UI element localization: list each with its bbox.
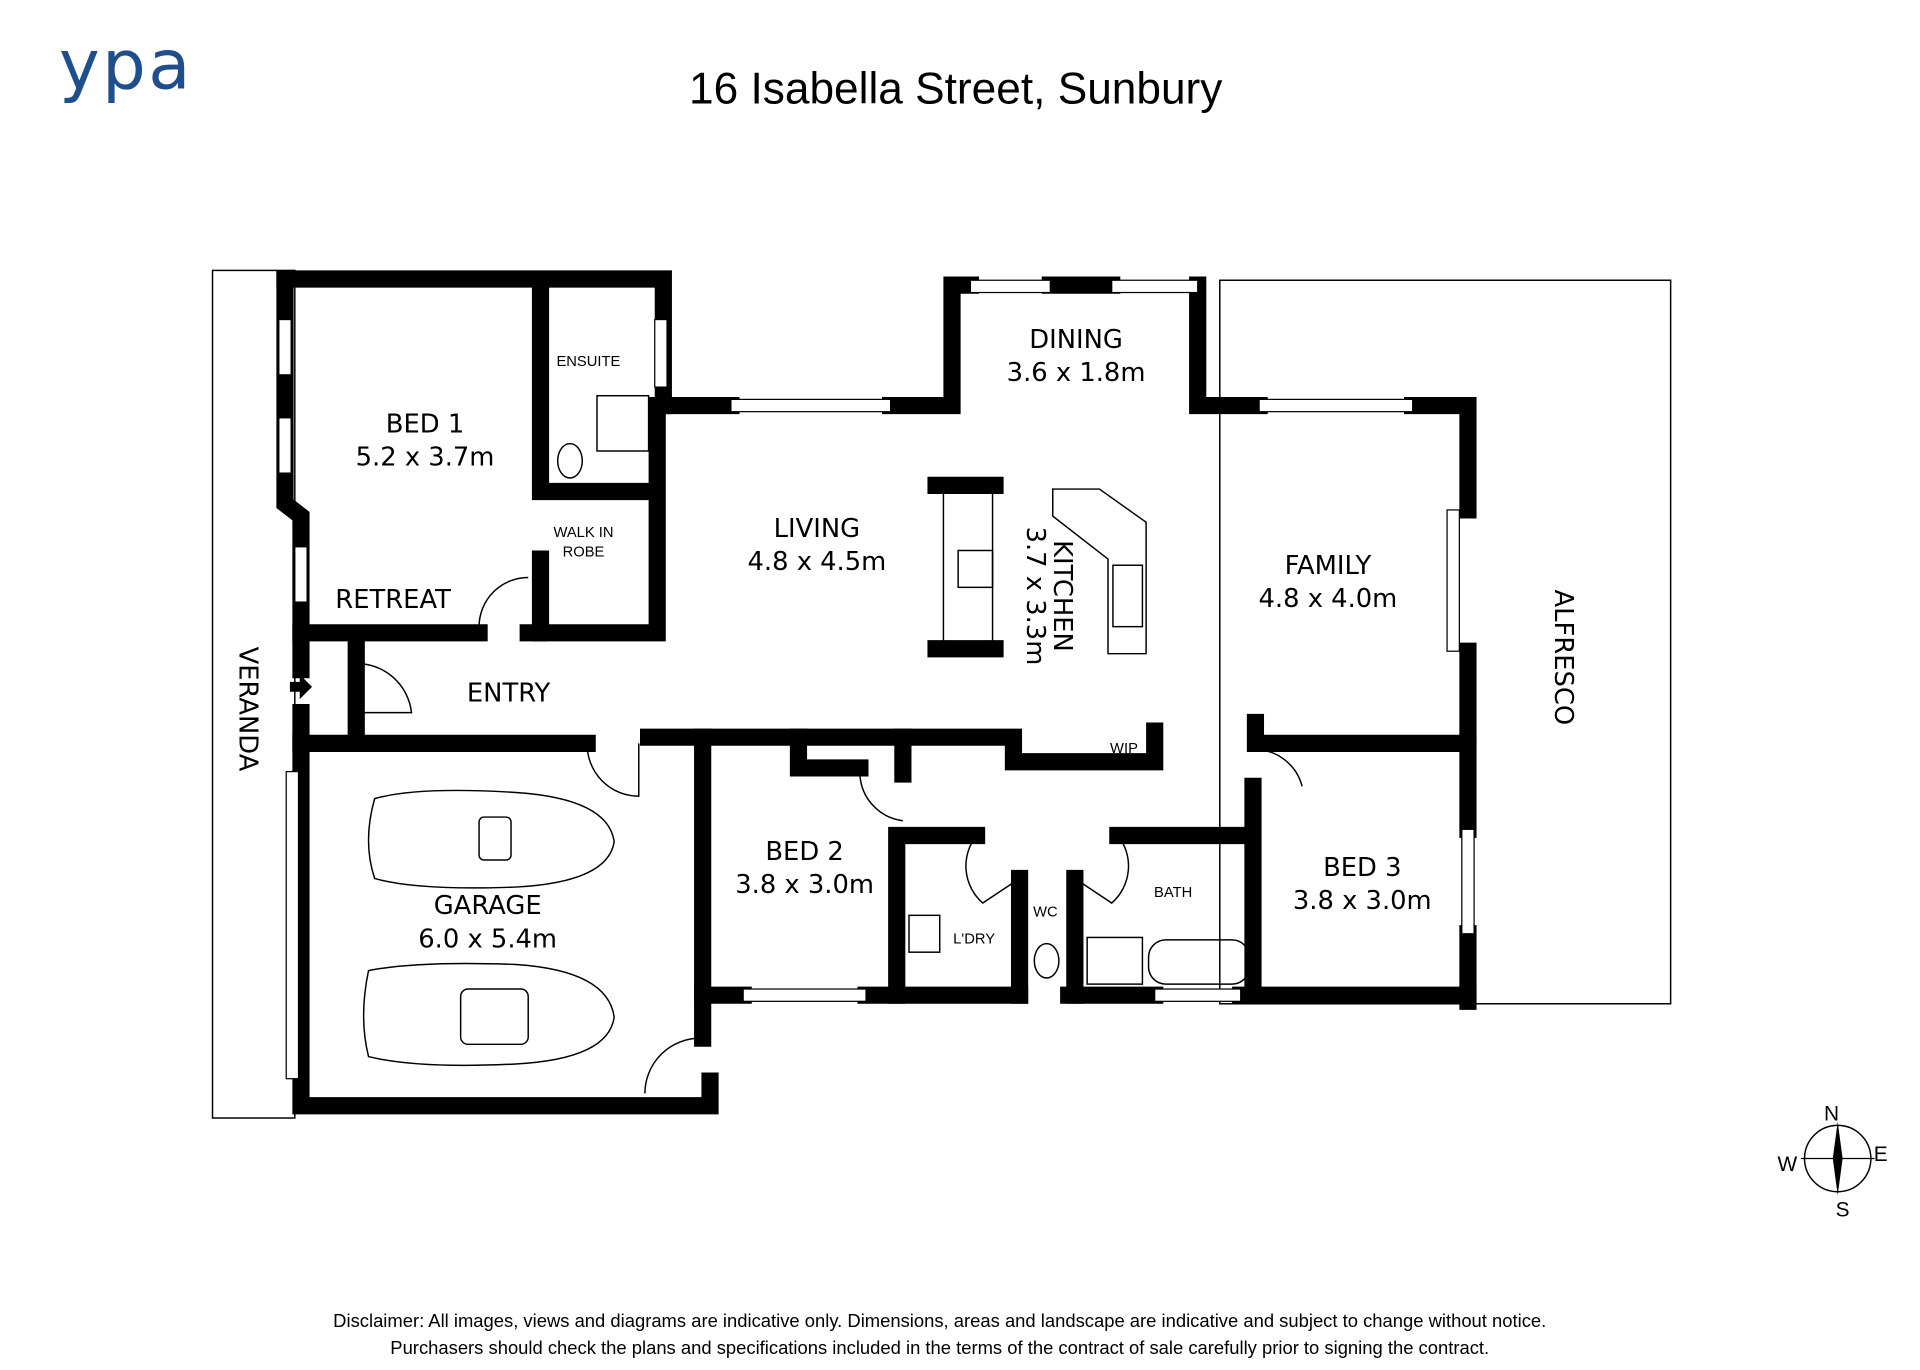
dining-label: DINING bbox=[1029, 325, 1123, 355]
garage-size: 6.0 x 5.4m bbox=[418, 924, 557, 954]
bed3-label: BED 3 bbox=[1323, 853, 1401, 883]
compass-s: S bbox=[1836, 1198, 1850, 1221]
compass-icon: N E S W bbox=[1777, 1102, 1887, 1221]
entry-label: ENTRY bbox=[467, 679, 551, 709]
doors bbox=[356, 576, 1303, 1094]
bed3-size: 3.8 x 3.0m bbox=[1293, 886, 1432, 916]
disclaimer-line-2: Purchasers should check the plans and sp… bbox=[390, 1337, 1489, 1358]
compass-w: W bbox=[1777, 1153, 1797, 1176]
kitchen-size: 3.7 x 3.3m bbox=[1020, 527, 1050, 666]
compass-n: N bbox=[1824, 1102, 1839, 1125]
living-size: 4.8 x 4.5m bbox=[748, 547, 887, 577]
kitchen-label: KITCHEN bbox=[1047, 540, 1077, 652]
walls bbox=[276, 270, 1477, 1115]
disclaimer-line-1: Disclaimer: All images, views and diagra… bbox=[333, 1310, 1546, 1331]
living-label: LIVING bbox=[774, 514, 860, 544]
veranda-label: VERANDA bbox=[233, 647, 263, 772]
page-title: 16 Isabella Street, Sunbury bbox=[689, 64, 1223, 113]
compass-e: E bbox=[1874, 1143, 1888, 1166]
family-label: FAMILY bbox=[1285, 551, 1372, 581]
ypa-logo: ypa bbox=[59, 26, 193, 106]
garage-label: GARAGE bbox=[434, 891, 542, 921]
wc-label: WC bbox=[1033, 905, 1058, 921]
retreat-label: RETREAT bbox=[335, 585, 451, 615]
bath-label: BATH bbox=[1154, 885, 1192, 901]
bed1-label: BED 1 bbox=[386, 410, 464, 440]
family-size: 4.8 x 4.0m bbox=[1259, 584, 1398, 614]
windows bbox=[278, 279, 1475, 1080]
bed2-size: 3.8 x 3.0m bbox=[735, 870, 874, 900]
bed1-size: 5.2 x 3.7m bbox=[356, 443, 495, 473]
bed2-label: BED 2 bbox=[765, 837, 843, 867]
alfresco-area bbox=[1219, 279, 1672, 1005]
kitchen-fixtures bbox=[556, 394, 1251, 985]
wip-label: WIP bbox=[1110, 741, 1138, 757]
veranda-area bbox=[211, 269, 296, 1119]
wir-label-2: ROBE bbox=[563, 545, 605, 561]
ensuite-label: ENSUITE bbox=[556, 354, 620, 370]
car-icon bbox=[362, 789, 615, 1067]
laundry-label: L'DRY bbox=[953, 932, 995, 948]
dining-size: 3.6 x 1.8m bbox=[1007, 358, 1146, 388]
entry-arrow-icon bbox=[289, 674, 313, 700]
wir-label-1: WALK IN bbox=[553, 525, 613, 541]
alfresco-label: ALFRESCO bbox=[1548, 590, 1578, 726]
